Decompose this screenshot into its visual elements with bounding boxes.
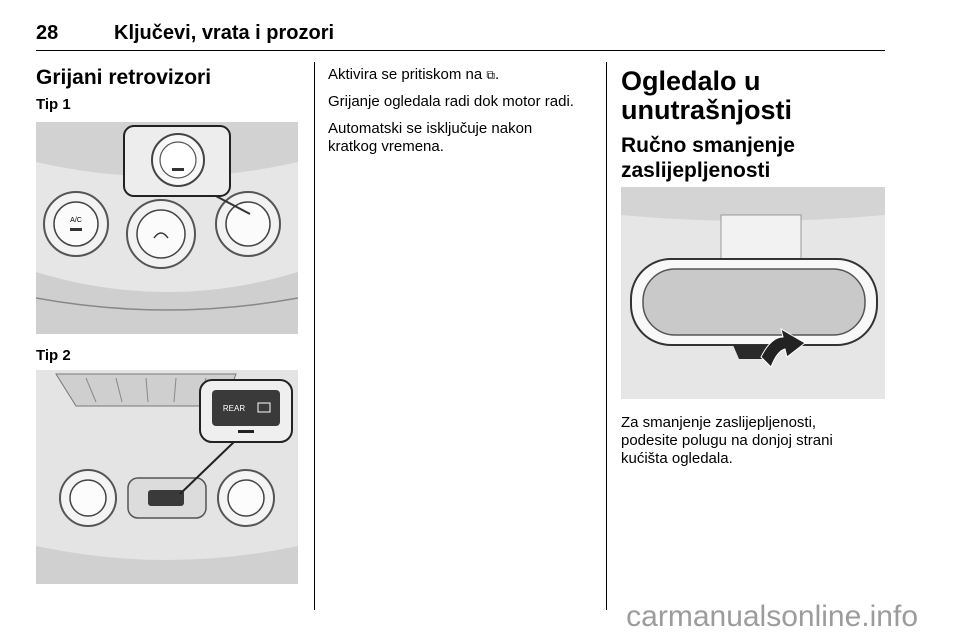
section-heading-heated-mirrors: Grijani retrovizori xyxy=(36,66,212,89)
header-rule xyxy=(36,50,885,51)
column-divider-left xyxy=(314,62,315,610)
paragraph-mirror-line1: Za smanjenje zaslijepljenosti, xyxy=(621,414,817,431)
figure-type-2-rear-defrost-button: REAR xyxy=(36,370,298,584)
chapter-title: Ključevi, vrata i prozori xyxy=(114,22,335,44)
paragraph-auto-off-line1: Automatski se isključuje nakon xyxy=(328,120,533,137)
paragraph-auto-off-line2: kratkog vremena. xyxy=(328,138,444,155)
paragraph-engine-running: Grijanje ogledala radi dok motor radi. xyxy=(328,93,574,110)
watermark: carmanualsonline.info xyxy=(626,600,918,633)
figure-type-1-climate-controls: A/C xyxy=(36,122,298,334)
page-number: 28 xyxy=(36,22,59,44)
paragraph-activate: Aktivira se pritiskom na ⧉. xyxy=(328,66,500,83)
paragraph-mirror-line2: podesite polugu na donjoj strani xyxy=(621,432,833,449)
rear-defrost-icon: ⧉ xyxy=(486,68,495,82)
subheading-manual-antiglare-line2: zaslijepljenosti xyxy=(621,159,771,182)
subheading-manual-antiglare-line1: Ručno smanjenje xyxy=(621,134,795,157)
type-1-label: Tip 1 xyxy=(36,96,71,113)
type-2-label: Tip 2 xyxy=(36,347,71,364)
figure-interior-mirror-lever xyxy=(621,187,885,399)
ac-knob-label: A/C xyxy=(70,217,82,224)
paragraph-activate-text: Aktivira se pritiskom na xyxy=(328,66,483,83)
section-heading-interior-mirror-line2: unutrašnjosti xyxy=(621,95,793,125)
paragraph-mirror-line3: kućišta ogledala. xyxy=(621,450,733,467)
section-heading-interior-mirror-line1: Ogledalo u xyxy=(621,66,761,96)
column-divider-right xyxy=(606,62,607,610)
rear-button-label: REAR xyxy=(223,404,245,413)
